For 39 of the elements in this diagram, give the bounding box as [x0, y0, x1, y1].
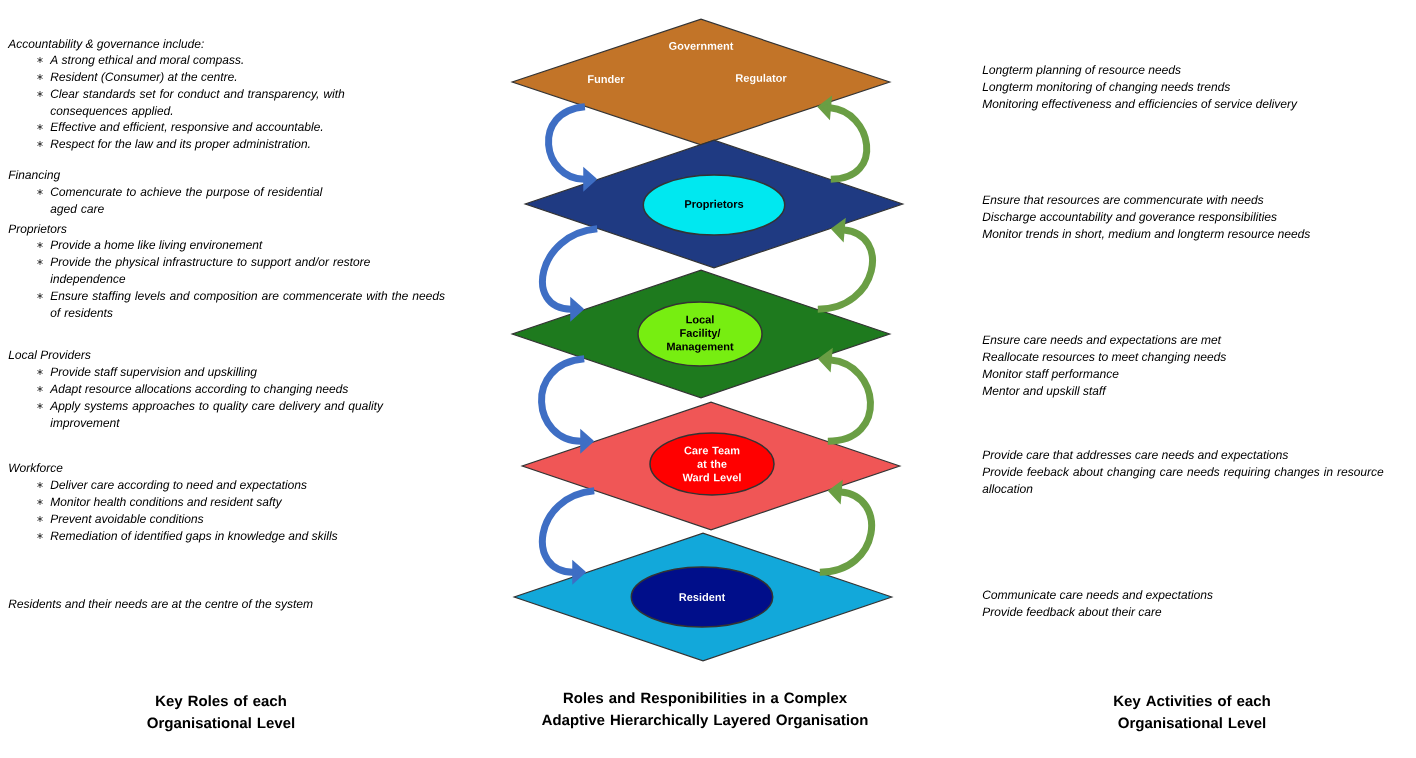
bullet-item: Remediation of identified gaps in knowledge and skills — [50, 531, 338, 543]
bullet-item: Respect for the law and its proper administration. — [50, 139, 310, 151]
activity-text: Monitor trends in short, medium and longterm resource needs — [982, 229, 1311, 241]
section-heading: Accountability & governance include: — [7, 39, 204, 51]
activity-text: Monitor staff performance — [982, 369, 1119, 381]
bullet-item: Prevent avoidable conditions — [50, 514, 204, 523]
bullet-item: Provide the physical infrastructure to support and/or restore independence — [50, 257, 370, 286]
activity-text: Mentor and upskill staff — [982, 386, 1107, 398]
bullet-item: Adapt resource allocations according to changing needs — [49, 384, 349, 396]
bullet-item: Deliver care according to need and expectations — [50, 480, 307, 492]
section-heading: Local Providers — [8, 350, 91, 359]
activity-text: Communicate care needs and expectations — [982, 590, 1213, 602]
section-heading: Residents and their needs are at the centre of the system — [8, 599, 313, 611]
section-heading: Workforce — [9, 463, 63, 472]
activity-text: Reallocate resources to meet changing needs — [982, 352, 1227, 364]
section-heading: Financing — [8, 170, 61, 182]
activity-text: Monitoring effectiveness and efficiencies of service delivery — [982, 99, 1298, 111]
activity-text: Ensure care needs and expectations are met — [982, 335, 1222, 347]
column-heading: Key Roles of each Organisational Level — [147, 695, 295, 732]
bullet-item: Ensure staffing levels and composition are commencerate with the needs of residents — [50, 291, 445, 317]
bullet-item: Provide staff supervision and upskilling — [50, 367, 257, 379]
bullet-item: Apply systems approaches to quality care delivery and quality improvement — [49, 401, 384, 430]
bullet-item: Clear standards set for conduct and transparency, with consequences applied. — [50, 89, 345, 118]
section-heading: Proprietors — [8, 224, 67, 236]
activity-text: Provide feeback about changing care needs requiring changes in resource allocation — [982, 467, 1384, 493]
bullet-item: Provide a home like living environement — [50, 240, 263, 252]
activity-text: Longterm monitoring of changing needs trends — [982, 82, 1231, 94]
activity-text: Provide care that addresses care needs and expectations — [982, 450, 1289, 462]
bullet-item: A strong ethical and moral compass. — [49, 55, 243, 67]
activity-text: Provide feedback about their care — [982, 607, 1162, 616]
diagram-title: Roles and Responibilities in a Complex Adaptive Hierarchically Layered Organisation — [542, 692, 868, 729]
bullet-item: Comencurate to achieve the purpose of residential aged care — [50, 187, 323, 216]
activity-text: Discharge accountability and goverance responsibilities — [982, 212, 1277, 224]
bullet-item: Resident (Consumer) at the centre. — [50, 72, 237, 84]
bullet-item: Monitor health conditions and resident safty — [50, 497, 283, 509]
activity-text: Ensure that resources are commencurate with needs — [982, 195, 1264, 204]
bullet-item: Effective and efficient, responsive and accountable. — [50, 122, 323, 134]
column-heading: Key Activities of each Organisational Level — [1114, 695, 1270, 732]
activity-text: Longterm planning of resource needs — [982, 65, 1181, 77]
